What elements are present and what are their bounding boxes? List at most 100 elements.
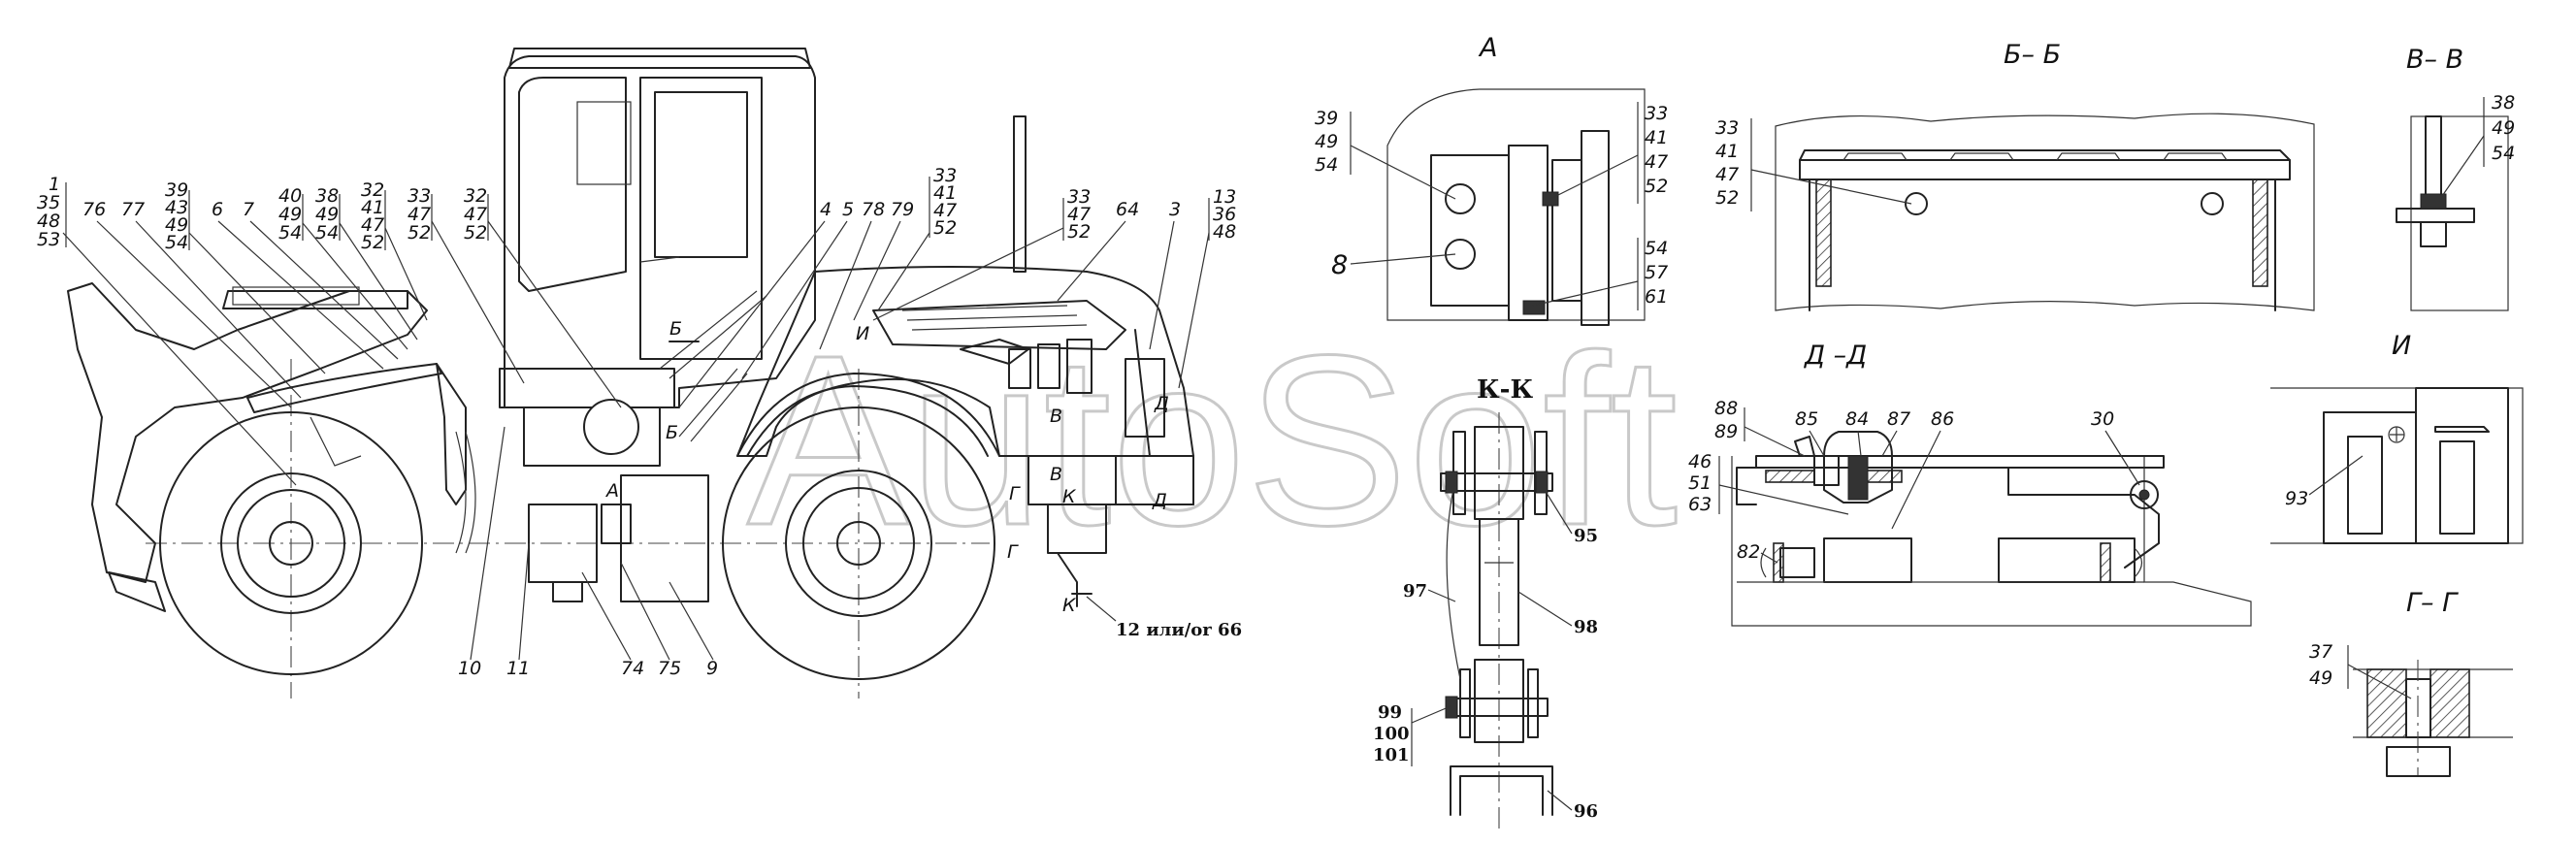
view-kk: К-К 95 97 98 99 100 101 96 xyxy=(1373,375,1598,834)
svg-text:38: 38 xyxy=(315,185,339,207)
svg-text:57: 57 xyxy=(1645,262,1668,283)
label-3: 3 xyxy=(1169,199,1181,220)
label-10: 10 xyxy=(458,658,481,679)
view-kk-title: К-К xyxy=(1477,375,1533,405)
rear-wheel xyxy=(722,406,995,680)
svg-text:52: 52 xyxy=(1645,176,1668,197)
label-74: 74 xyxy=(621,658,644,679)
svg-text:40: 40 xyxy=(278,185,302,207)
view-vv-group: 38 49 54 xyxy=(2439,92,2515,200)
label-group-7: 32 47 52 xyxy=(464,185,622,408)
section-mark-a: А xyxy=(604,480,619,502)
svg-text:47: 47 xyxy=(1715,164,1739,185)
svg-text:36: 36 xyxy=(1213,204,1236,225)
view-a-right-top-group: 33 41 47 52 xyxy=(1549,102,1668,204)
section-mark-g-lower: Г xyxy=(1007,541,1019,563)
label-6: 6 xyxy=(212,199,223,220)
view-kk-label-95: 95 xyxy=(1574,526,1598,546)
view-a-right-bottom-group: 54 57 61 xyxy=(1532,238,1668,310)
svg-text:52: 52 xyxy=(1067,221,1091,243)
svg-text:61: 61 xyxy=(1645,286,1668,308)
svg-text:43: 43 xyxy=(165,197,188,218)
view-a: А 39 49 54 8 33 41 47 52 54 57 61 xyxy=(1315,33,1668,326)
svg-text:48: 48 xyxy=(1213,221,1236,243)
svg-text:86: 86 xyxy=(1931,408,1954,430)
svg-text:38: 38 xyxy=(2492,92,2515,114)
label-group-6: 33 47 52 xyxy=(408,185,525,384)
view-dd-top-labels: 88 89 85 84 87 86 30 xyxy=(1714,398,2140,530)
front-fender xyxy=(246,363,467,505)
view-bb-title: Б– Б xyxy=(2004,40,2061,70)
svg-text:47: 47 xyxy=(408,204,431,225)
svg-text:54: 54 xyxy=(165,232,188,253)
label-group-9: 33 47 52 xyxy=(872,186,1091,321)
svg-text:46: 46 xyxy=(1688,451,1712,472)
svg-text:41: 41 xyxy=(361,197,384,218)
label-group-4: 38 49 54 xyxy=(315,185,418,341)
svg-text:37: 37 xyxy=(2309,641,2332,663)
view-kk-label-97: 97 xyxy=(1403,581,1427,601)
view-vv-title: В– В xyxy=(2406,45,2463,75)
view-vv: В– В 38 49 54 xyxy=(2396,45,2515,311)
label-75: 75 xyxy=(658,658,681,679)
svg-text:54: 54 xyxy=(2492,143,2515,164)
svg-text:35: 35 xyxy=(37,192,60,213)
label-4: 4 xyxy=(820,199,831,220)
view-i-label-93: 93 xyxy=(2285,488,2308,509)
svg-text:47: 47 xyxy=(933,200,957,221)
loader-boom-and-bucket xyxy=(67,282,428,612)
svg-text:33: 33 xyxy=(1645,103,1668,124)
view-kk-label-100: 100 xyxy=(1373,724,1410,744)
svg-text:33: 33 xyxy=(1715,117,1739,139)
view-bb-group: 33 41 47 52 xyxy=(1715,117,1912,211)
svg-text:63: 63 xyxy=(1688,494,1712,515)
view-bb: Б– Б 33 41 47 52 xyxy=(1715,40,2315,311)
section-mark-k-lower: К xyxy=(1062,595,1077,616)
svg-text:33: 33 xyxy=(1067,186,1091,208)
front-wheel xyxy=(159,411,423,675)
section-mark-g-upper: Г xyxy=(1009,483,1021,504)
svg-text:33: 33 xyxy=(933,165,957,186)
svg-text:53: 53 xyxy=(37,229,60,250)
svg-text:41: 41 xyxy=(933,182,957,204)
svg-text:54: 54 xyxy=(1645,238,1668,259)
svg-text:49: 49 xyxy=(2309,667,2332,689)
section-mark-d-lower: Д xyxy=(1152,490,1167,511)
view-kk-label-101: 101 xyxy=(1373,745,1410,765)
label-7: 7 xyxy=(243,199,254,220)
svg-text:47: 47 xyxy=(1645,151,1668,173)
label-11: 11 xyxy=(506,658,530,679)
watermark: AutoSoft xyxy=(747,305,1678,575)
view-i-title: И xyxy=(2392,331,2411,361)
svg-text:30: 30 xyxy=(2091,408,2114,430)
label-group-10: 13 36 48 xyxy=(1178,186,1236,389)
svg-text:54: 54 xyxy=(1315,154,1338,176)
view-i: И 93 xyxy=(2270,331,2524,544)
svg-text:32: 32 xyxy=(464,185,487,207)
section-mark-v-lower: В xyxy=(1050,464,1062,485)
view-kk-label-96: 96 xyxy=(1574,801,1598,822)
section-mark-v-upper: В xyxy=(1050,406,1062,427)
note-12-or-66: 12 или/or 66 xyxy=(1116,620,1242,640)
svg-text:52: 52 xyxy=(408,222,431,244)
view-gg-title: Г– Г xyxy=(2406,588,2459,618)
svg-text:47: 47 xyxy=(361,214,384,236)
svg-text:88: 88 xyxy=(1714,398,1738,419)
view-a-left-group: 39 49 54 xyxy=(1315,108,1456,200)
svg-text:39: 39 xyxy=(1315,108,1338,129)
label-77: 77 xyxy=(121,199,145,220)
view-dd: Д –Д 88 89 85 84 87 86 xyxy=(1688,341,2252,627)
label-79: 79 xyxy=(891,199,914,220)
svg-text:87: 87 xyxy=(1887,408,1910,430)
label-76: 76 xyxy=(82,199,106,220)
section-mark-i: И xyxy=(856,323,869,344)
svg-text:39: 39 xyxy=(165,179,188,201)
view-kk-label-99: 99 xyxy=(1378,702,1402,723)
label-group-1: 1 35 48 53 xyxy=(37,174,297,486)
view-gg-group: 37 49 xyxy=(2309,641,2412,699)
view-gg: Г– Г 37 49 xyxy=(2309,588,2513,777)
view-a-label-8: 8 xyxy=(1331,250,1348,280)
label-9: 9 xyxy=(706,658,718,679)
section-mark-k-upper: К xyxy=(1062,486,1077,507)
